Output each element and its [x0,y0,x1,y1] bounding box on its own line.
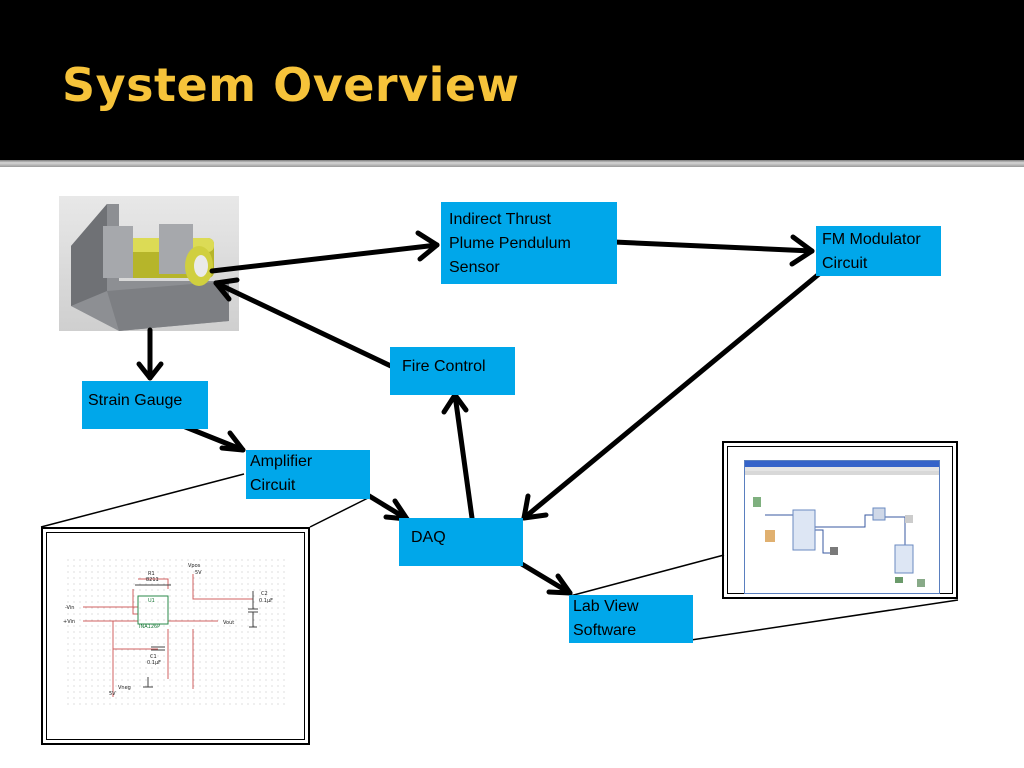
strain-gauge-box: Strain Gauge [82,381,208,429]
schematic-label-vpos: Vpos [188,563,201,569]
indirect-thrust-line-2: Plume Pendulum [449,235,571,252]
daq-label: DAQ [411,529,446,546]
amplifier-line-2: Circuit [250,477,296,494]
amplifier-line-1: Amplifier [250,453,313,470]
amplifier-circuit-box: Amplifier Circuit [246,450,370,499]
indirect-thrust-line-3: Sensor [449,259,500,276]
schematic-label-r1-value: 8211 [146,577,159,583]
thruster-cad-image [59,196,239,331]
labview-software-image [722,441,958,599]
schematic-label-vpos-value: 5V [195,570,202,576]
lab-view-software-box: Lab View Software [569,595,693,643]
schematic-label-u1: U1 [148,598,155,604]
slide-title: System Overview [62,58,520,112]
daq-box: DAQ [399,518,523,566]
fire-control-label: Fire Control [402,358,486,375]
schematic-label-c1: C1 [150,654,157,660]
header-divider [0,160,1024,167]
lab-view-line-1: Lab View [573,598,639,615]
fire-control-box: Fire Control [390,347,515,395]
indirect-thrust-sensor-box: Indirect Thrust Plume Pendulum Sensor [441,202,617,284]
fm-modulator-box: FM Modulator Circuit [816,226,941,276]
lab-view-line-2: Software [573,622,637,639]
strain-gauge-label: Strain Gauge [88,392,183,409]
schematic-label-r1: R1 [148,571,155,577]
amplifier-schematic-image: R1 8211 Vpos 5V U1 INA126P -Vin +Vin Vou… [41,527,310,745]
schematic-label-c2-value: 0.1µF [259,598,273,604]
schematic-label-vin-neg: -Vin [65,605,74,611]
schematic-label-vneg: Vneg [118,685,131,691]
schematic-label-c2: C2 [261,591,268,597]
schematic-label-c1-value: 0.1µF [147,660,161,666]
indirect-thrust-line-1: Indirect Thrust [449,211,551,228]
fm-modulator-line-1: FM Modulator [822,231,921,248]
fm-modulator-line-2: Circuit [822,255,868,272]
schematic-label-vout: Vout [223,620,234,626]
schematic-label-vin-pos: +Vin [63,619,75,625]
slide-header: System Overview [0,0,1024,160]
schematic-label-vneg-value: 5V [109,691,116,697]
schematic-label-part: INA126P [139,624,160,630]
